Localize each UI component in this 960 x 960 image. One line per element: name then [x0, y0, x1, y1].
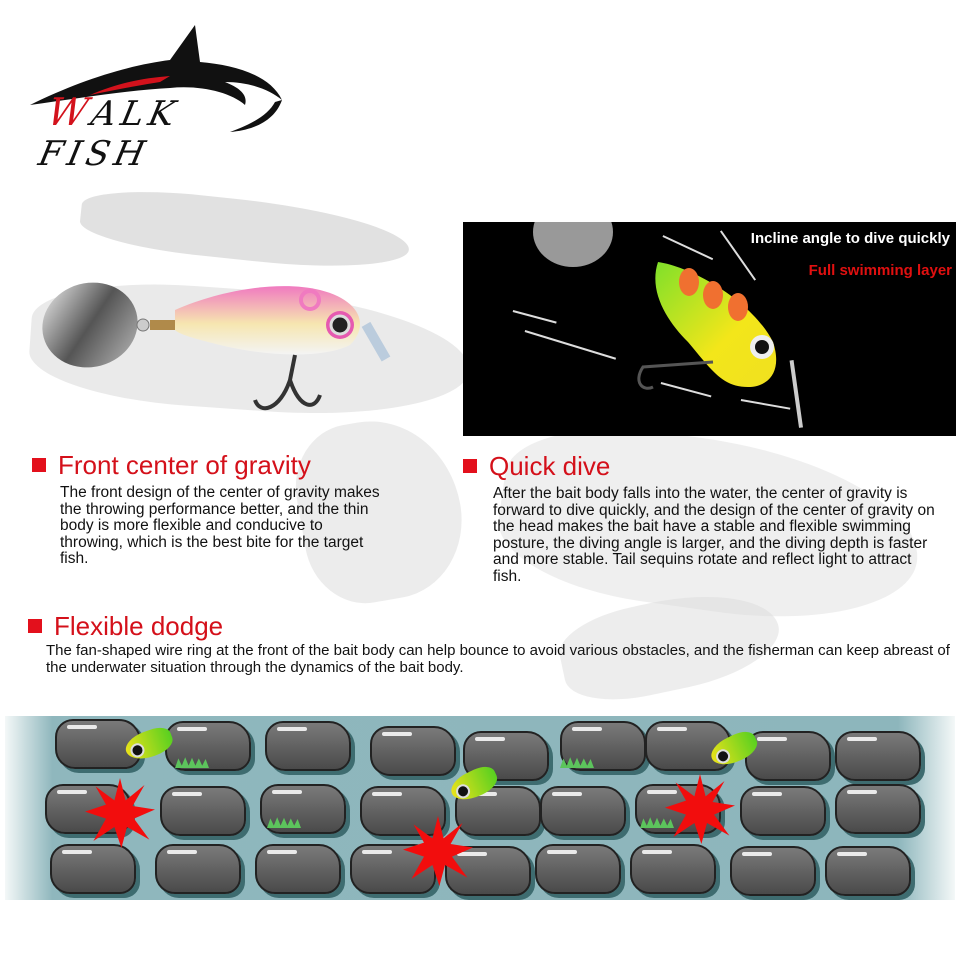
- quick-dive-photo: Incline angle to dive quickly Full swimm…: [463, 222, 956, 436]
- rock: [360, 786, 446, 836]
- weed: [640, 817, 674, 828]
- rock: [265, 721, 351, 771]
- bullet-square-icon: [28, 619, 42, 633]
- section-quick-dive: Quick dive After the bait body falls int…: [463, 451, 943, 585]
- brand-name: WALK FISH: [35, 90, 184, 174]
- section-title: Quick dive: [463, 451, 943, 481]
- section-flexible-dodge: Flexible dodge The fan-shaped wire ring …: [28, 611, 958, 676]
- photo-label-swimming-layer: Full swimming layer: [808, 262, 952, 279]
- rock: [740, 786, 826, 836]
- photo-label-incline: Incline angle to dive quickly: [750, 230, 950, 247]
- rock: [160, 786, 246, 836]
- rock: [560, 721, 646, 771]
- weed: [560, 757, 594, 768]
- rock: [825, 846, 911, 896]
- bullet-square-icon: [32, 458, 46, 472]
- section-body: The front design of the center of gravit…: [60, 484, 380, 567]
- rock: [540, 786, 626, 836]
- section-title: Flexible dodge: [28, 611, 958, 641]
- green-lure-icon: [533, 222, 803, 428]
- rock: [835, 731, 921, 781]
- section-front-center-of-gravity: Front center of gravity The front design…: [32, 450, 392, 568]
- rock: [260, 784, 346, 834]
- pink-lure-image: [40, 250, 440, 430]
- rock: [50, 844, 136, 894]
- rock: [255, 844, 341, 894]
- rock: [745, 731, 831, 781]
- rock: [370, 726, 456, 776]
- rock: [630, 844, 716, 894]
- rock: [730, 846, 816, 896]
- shark-logo-icon: [30, 25, 282, 132]
- weed: [267, 817, 301, 828]
- rock: [155, 844, 241, 894]
- underwater-scene: [5, 716, 955, 900]
- weed: [175, 757, 209, 768]
- bullet-square-icon: [463, 459, 477, 473]
- section-title: Front center of gravity: [32, 450, 392, 480]
- rock: [535, 844, 621, 894]
- rock: [445, 846, 531, 896]
- section-body: The fan-shaped wire ring at the front of…: [46, 642, 950, 676]
- brand-logo: WALK FISH: [20, 20, 290, 174]
- rock: [835, 784, 921, 834]
- rock: [455, 786, 541, 836]
- section-body: After the bait body falls into the water…: [493, 485, 935, 585]
